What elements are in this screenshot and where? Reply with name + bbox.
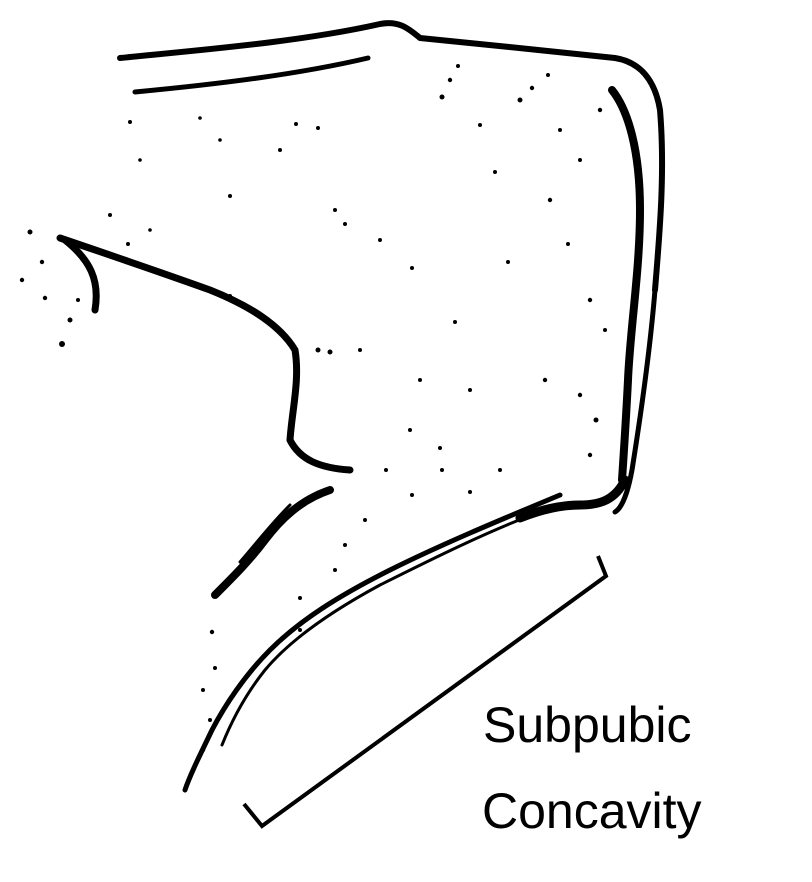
concavity-bracket: [242, 555, 609, 829]
stipple-texture: [19, 64, 607, 753]
label-line-2: Concavity: [482, 783, 702, 839]
label-line-1: Subpubic: [483, 697, 692, 753]
bone-outline: [56, 20, 666, 793]
